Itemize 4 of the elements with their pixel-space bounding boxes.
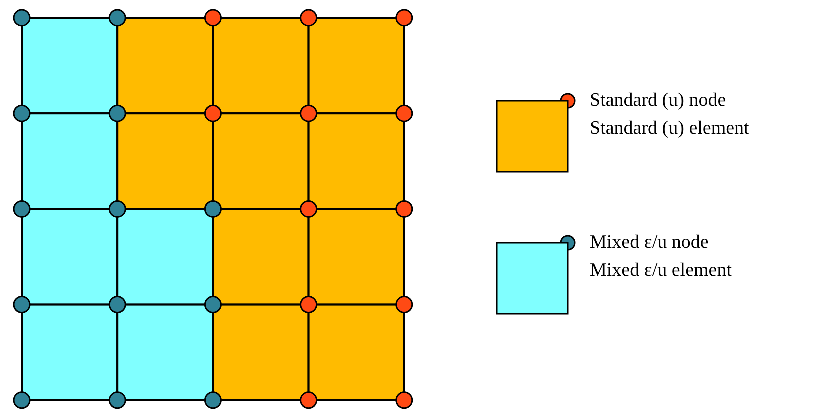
legend-label: Standard (u) element — [590, 118, 750, 140]
legend-label: Mixed ε/u element — [590, 260, 732, 282]
legend-label: Standard (u) node — [590, 90, 726, 112]
legend-label: Mixed ε/u node — [590, 232, 709, 254]
